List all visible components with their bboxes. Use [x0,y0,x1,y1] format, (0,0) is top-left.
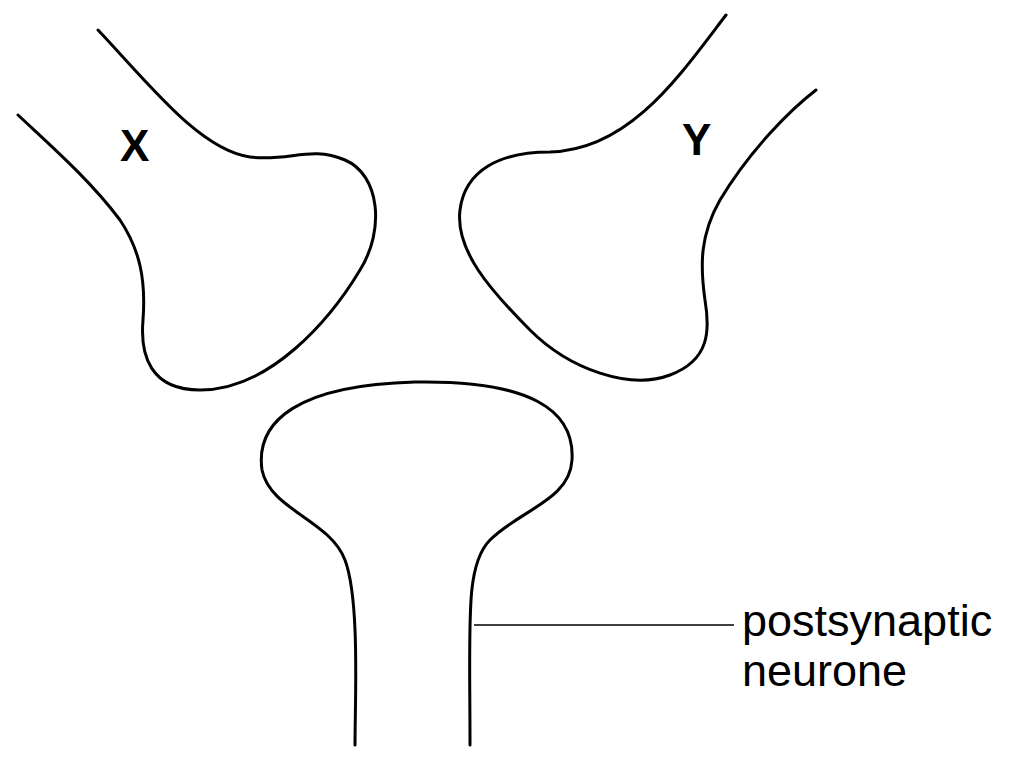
presynaptic-knob [460,15,816,380]
presynaptic-knob [18,30,376,390]
leader-line [474,624,734,626]
postsynaptic-neurone [261,382,572,745]
callout-label: postsynaptic neurone [742,596,1004,695]
part-label: X [120,122,149,170]
part-label: Y [682,116,711,164]
